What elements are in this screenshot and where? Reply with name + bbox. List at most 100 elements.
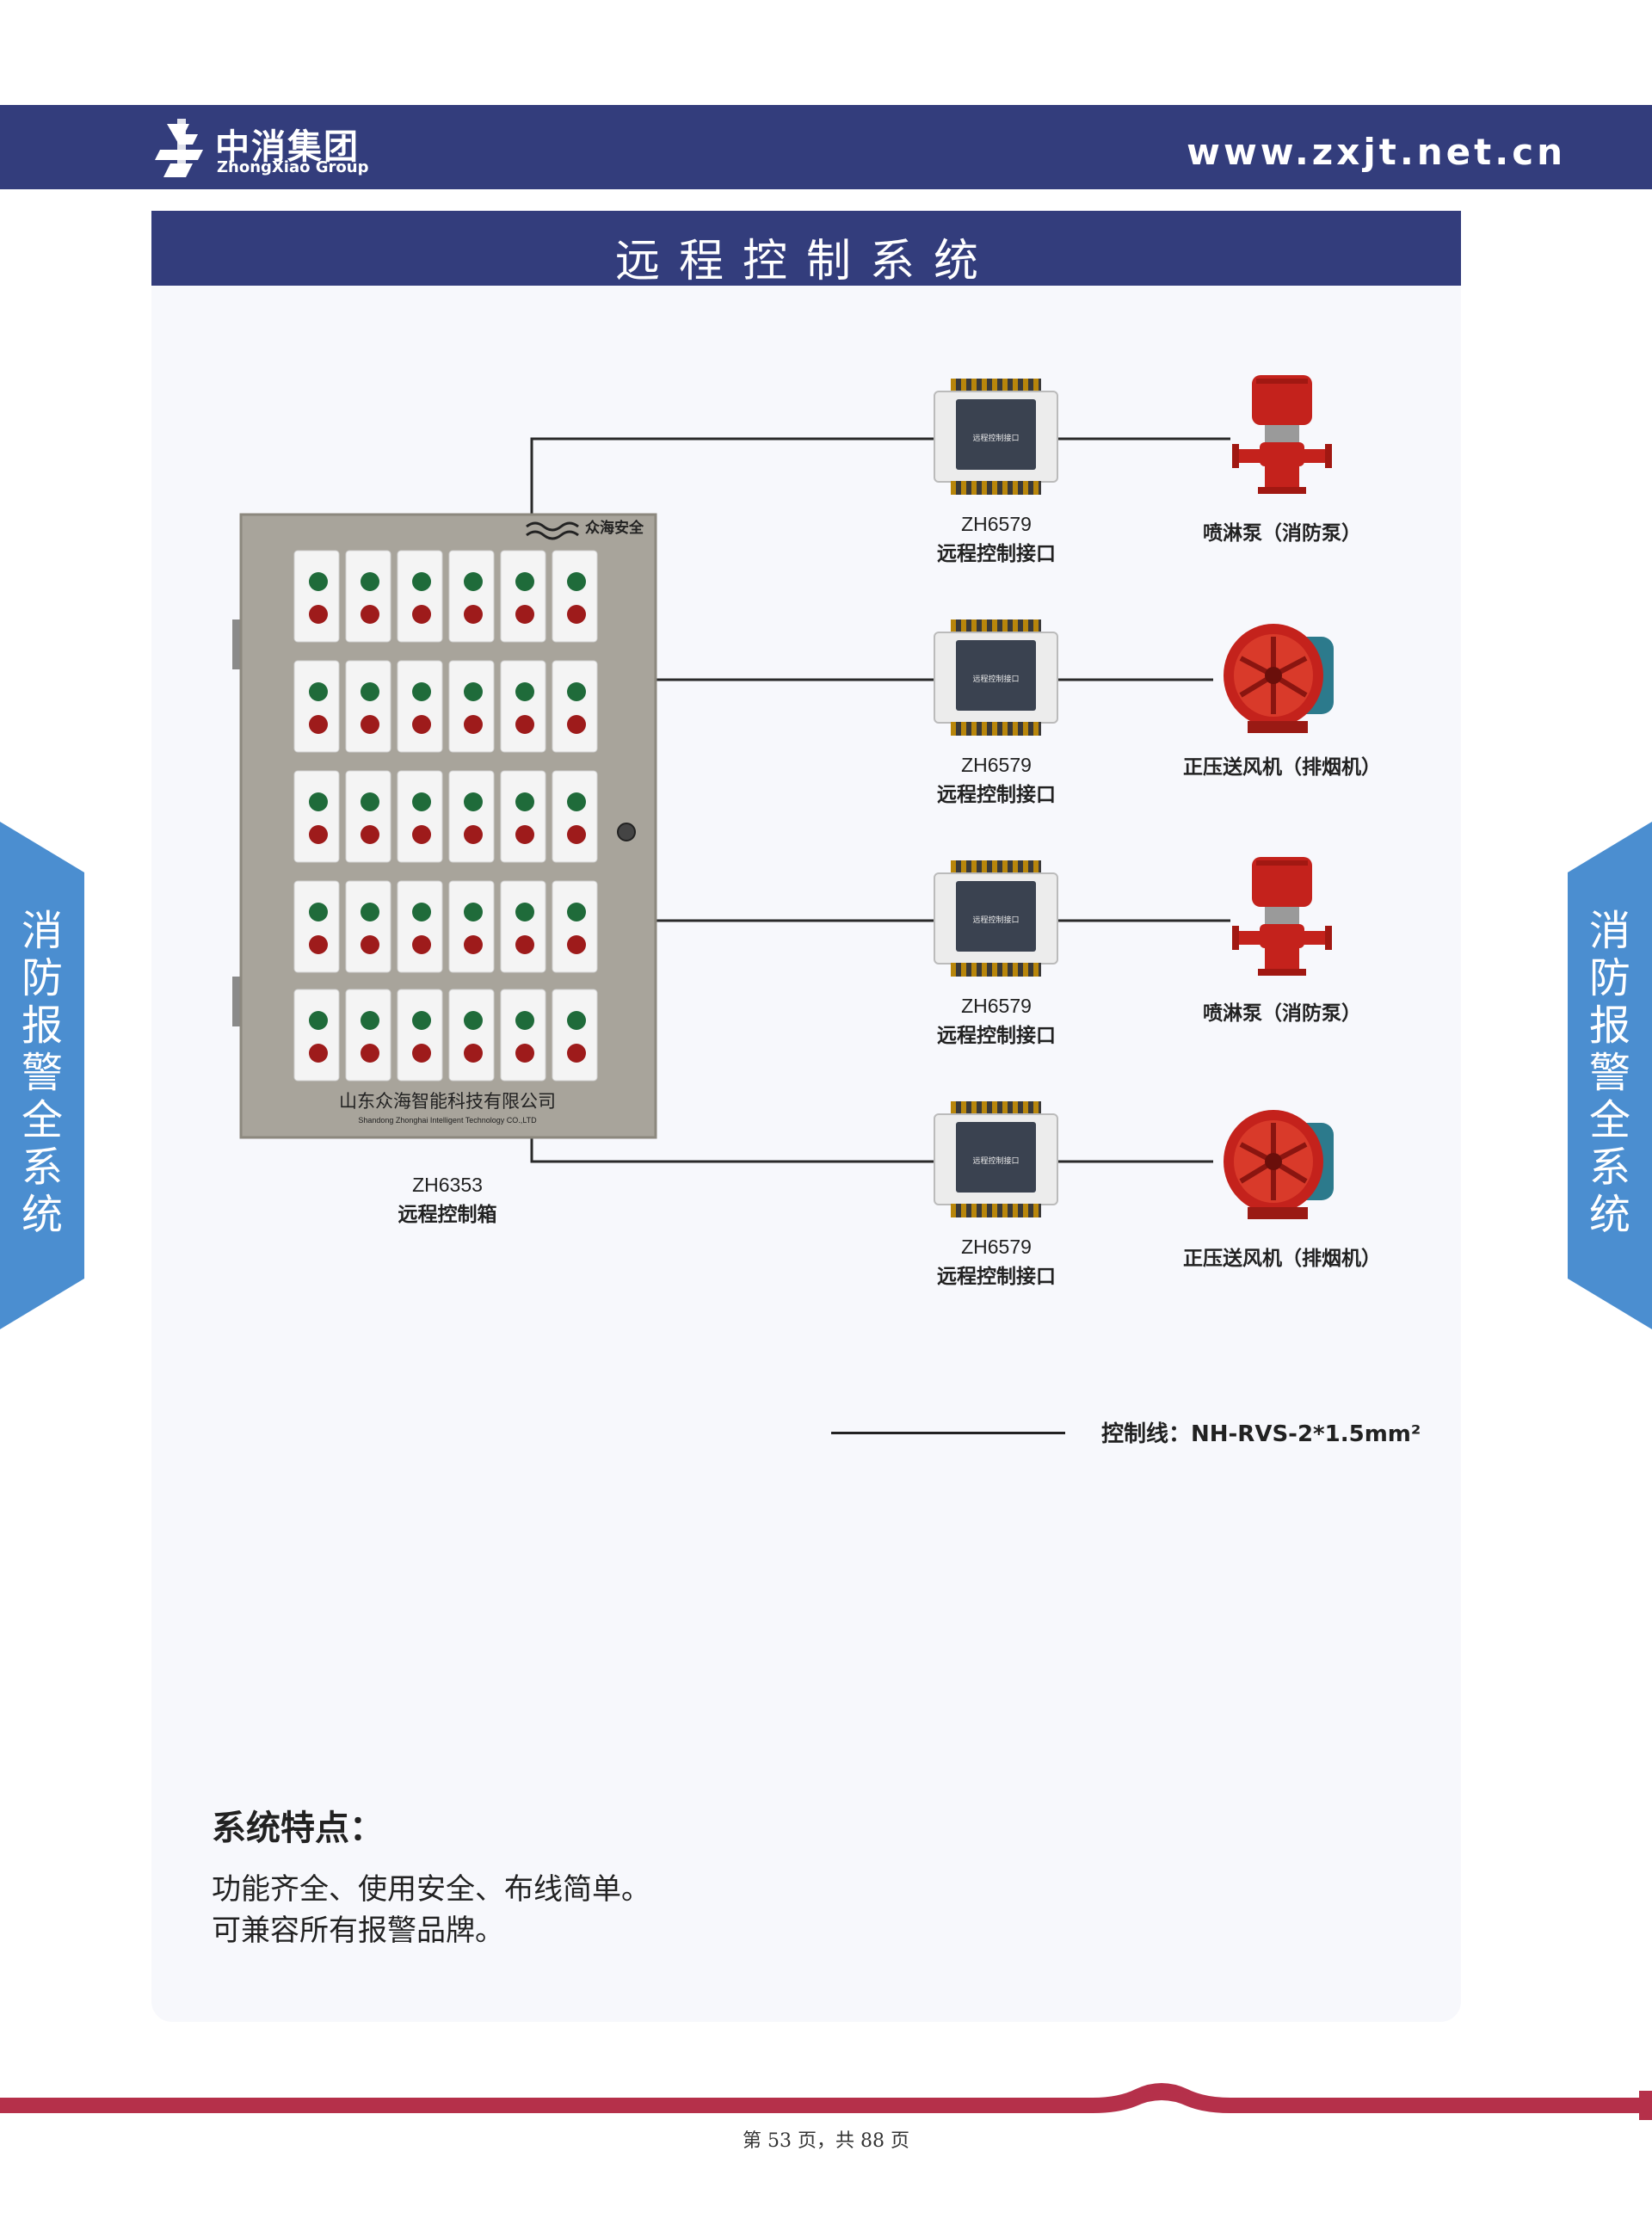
footer-band	[0, 2083, 1652, 2120]
start-button-icon	[361, 1011, 379, 1030]
features-title: 系统特点：	[212, 1809, 384, 1848]
interface-module: 远程控制接口	[934, 379, 1058, 495]
start-button-icon	[361, 682, 379, 701]
legend-text: 控制线：NH-RVS-2*1.5mm²	[1101, 1421, 1421, 1447]
start-button-icon	[464, 792, 483, 811]
start-button-icon	[412, 682, 431, 701]
device-label: 喷淋泵（消防泵）	[1203, 522, 1361, 545]
button-module	[293, 660, 340, 753]
button-module	[448, 880, 495, 973]
stop-button-icon	[567, 715, 586, 734]
terminal-strip-bottom	[951, 1204, 1041, 1217]
remote-control-box	[232, 513, 657, 1139]
start-button-icon	[567, 1011, 586, 1030]
device-label: 正压送风机（排烟机）	[1183, 1248, 1381, 1270]
start-button-icon	[515, 792, 534, 811]
stop-button-icon	[361, 825, 379, 844]
button-module	[500, 660, 546, 753]
terminal-strip-bottom	[951, 481, 1041, 495]
stop-button-icon	[309, 825, 328, 844]
button-module	[345, 660, 391, 753]
start-button-icon	[464, 903, 483, 921]
start-button-icon	[412, 903, 431, 921]
interface-module: 远程控制接口	[934, 860, 1058, 977]
button-module	[293, 550, 340, 643]
pump-icon	[1230, 370, 1334, 499]
terminal-strip-bottom	[951, 963, 1041, 977]
control-box-name: 远程控制箱	[398, 1203, 497, 1225]
start-button-icon	[515, 572, 534, 591]
logo-text-en: ZhongXiao Group	[217, 158, 369, 176]
stop-button-icon	[412, 715, 431, 734]
button-module	[500, 770, 546, 863]
start-button-icon	[515, 1011, 534, 1030]
button-module	[552, 989, 598, 1082]
stop-button-icon	[567, 605, 586, 624]
stop-button-icon	[361, 1044, 379, 1063]
stop-button-icon	[464, 715, 483, 734]
header-bar	[0, 105, 1652, 189]
start-button-icon	[464, 1011, 483, 1030]
start-button-icon	[515, 682, 534, 701]
stop-button-icon	[361, 605, 379, 624]
interface-panel: 远程控制接口	[956, 1122, 1036, 1193]
button-module	[500, 550, 546, 643]
start-button-icon	[567, 903, 586, 921]
interface-panel-text: 远程控制接口	[972, 916, 1020, 925]
terminal-strip-top	[951, 1101, 1041, 1115]
interface-name: 远程控制接口	[937, 1265, 1056, 1287]
button-module-grid	[293, 550, 598, 1082]
stop-button-icon	[515, 715, 534, 734]
button-module	[552, 880, 598, 973]
feature-line: 功能齐全、使用安全、布线简单。	[212, 1872, 650, 1907]
button-module	[552, 770, 598, 863]
stop-button-icon	[412, 825, 431, 844]
start-button-icon	[567, 682, 586, 701]
logo[interactable]: 中消集团 ZhongXiao Group	[155, 114, 379, 182]
control-box-model: ZH6353	[412, 1174, 483, 1196]
stop-button-icon	[361, 715, 379, 734]
button-module	[345, 989, 391, 1082]
fan-icon	[1213, 619, 1351, 740]
interface-module: 远程控制接口	[934, 1101, 1058, 1217]
lock-icon	[617, 823, 636, 841]
button-module	[345, 550, 391, 643]
device-label: 正压送风机（排烟机）	[1183, 756, 1381, 779]
stop-button-icon	[309, 935, 328, 954]
button-module	[448, 989, 495, 1082]
stop-button-icon	[567, 935, 586, 954]
start-button-icon	[412, 792, 431, 811]
start-button-icon	[412, 572, 431, 591]
button-module	[500, 880, 546, 973]
interface-panel-text: 远程控制接口	[972, 1157, 1020, 1166]
button-module	[448, 550, 495, 643]
legend-line-sample	[831, 1432, 1065, 1434]
stop-button-icon	[412, 1044, 431, 1063]
interface-name: 远程控制接口	[937, 1024, 1056, 1046]
interface-model: ZH6579	[961, 995, 1032, 1017]
interface-caption: ZH6579 远程控制接口	[910, 991, 1082, 1050]
page-title-bar: 远程控制系统	[151, 211, 1461, 287]
box-brand-logo	[526, 521, 579, 540]
zhongxiao-logo-icon	[155, 119, 203, 177]
interface-panel-text: 远程控制接口	[972, 435, 1020, 443]
button-module	[293, 989, 340, 1082]
interface-module: 远程控制接口	[934, 619, 1058, 736]
button-module	[397, 550, 443, 643]
box-company-name: 山东众海智能科技有限公司	[339, 1092, 556, 1112]
interface-model: ZH6579	[961, 513, 1032, 535]
side-tab-right-text: 消防报警全系统	[1588, 907, 1630, 1239]
start-button-icon	[361, 792, 379, 811]
start-button-icon	[309, 903, 328, 921]
website-url[interactable]: www.zxjt.net.cn	[1187, 131, 1566, 173]
stop-button-icon	[567, 1044, 586, 1063]
stop-button-icon	[361, 935, 379, 954]
button-module	[293, 880, 340, 973]
start-button-icon	[567, 572, 586, 591]
interface-name: 远程控制接口	[937, 783, 1056, 805]
fan-icon	[1213, 1106, 1351, 1226]
stop-button-icon	[515, 935, 534, 954]
side-tab-left: 消防报警全系统	[0, 822, 84, 1329]
